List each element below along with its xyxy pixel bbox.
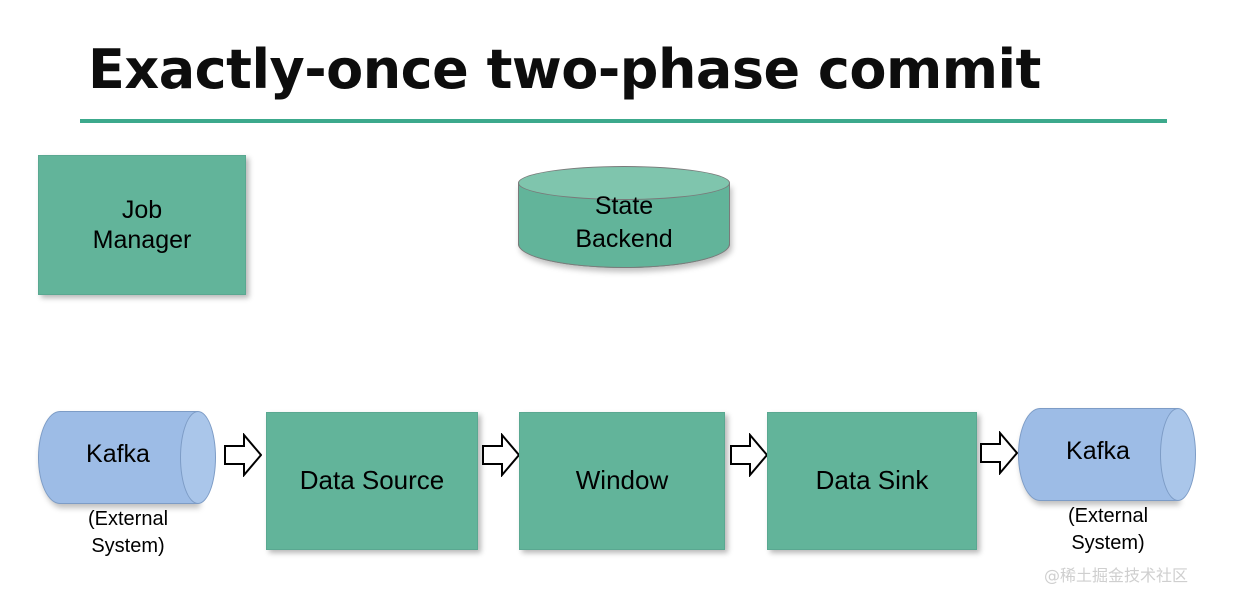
kafka-source-caption: (External System)	[33, 506, 223, 560]
kafka-source-cylinder-body	[38, 411, 198, 504]
job-manager-label: Job Manager	[93, 195, 192, 256]
data-source-label: Data Source	[299, 465, 445, 496]
kafka-sink-caption: (External System)	[1013, 503, 1203, 557]
node-data-sink[interactable]: Data Sink	[767, 412, 977, 550]
kafka-source-label: Kafka	[86, 440, 150, 468]
node-kafka-sink[interactable]: Kafka	[1018, 408, 1196, 501]
arrow-kafka-source-to-data-source-icon	[224, 433, 262, 477]
kafka-sink-label: Kafka	[1066, 437, 1130, 465]
state-backend-cylinder-top-ellipse	[518, 166, 730, 200]
node-data-source[interactable]: Data Source	[266, 412, 478, 550]
kafka-sink-caption-line1: (External	[1067, 505, 1149, 527]
kafka-source-cylinder-end-cap	[180, 411, 216, 504]
node-window[interactable]: Window	[519, 412, 725, 550]
watermark: @稀土掘金技术社区	[1044, 566, 1189, 585]
kafka-sink-cylinder-end-cap	[1160, 408, 1196, 501]
page-title: Exactly-once two-phase commit	[88, 38, 1041, 101]
node-job-manager[interactable]: Job Manager	[38, 155, 246, 295]
job-manager-label-line1: Job	[121, 195, 163, 224]
kafka-source-caption-line2: System)	[91, 535, 165, 557]
node-state-backend[interactable]: State Backend	[518, 166, 730, 268]
arrow-data-source-to-window-icon	[482, 433, 520, 477]
state-backend-label-line2: Backend	[575, 225, 673, 253]
data-sink-label: Data Sink	[815, 465, 929, 496]
kafka-sink-caption-line2: System)	[1071, 532, 1145, 554]
arrow-data-sink-to-kafka-sink-icon	[980, 431, 1018, 475]
state-backend-label-line1: State	[594, 192, 654, 220]
kafka-sink-cylinder-body	[1018, 408, 1178, 501]
kafka-source-caption-line1: (External	[87, 508, 169, 530]
state-backend-label: State Backend	[518, 190, 730, 256]
arrow-window-to-data-sink-icon	[730, 433, 768, 477]
title-underline-rule	[80, 119, 1167, 123]
node-kafka-source[interactable]: Kafka	[38, 411, 216, 504]
window-label: Window	[575, 465, 669, 496]
job-manager-label-line2: Manager	[92, 226, 192, 254]
